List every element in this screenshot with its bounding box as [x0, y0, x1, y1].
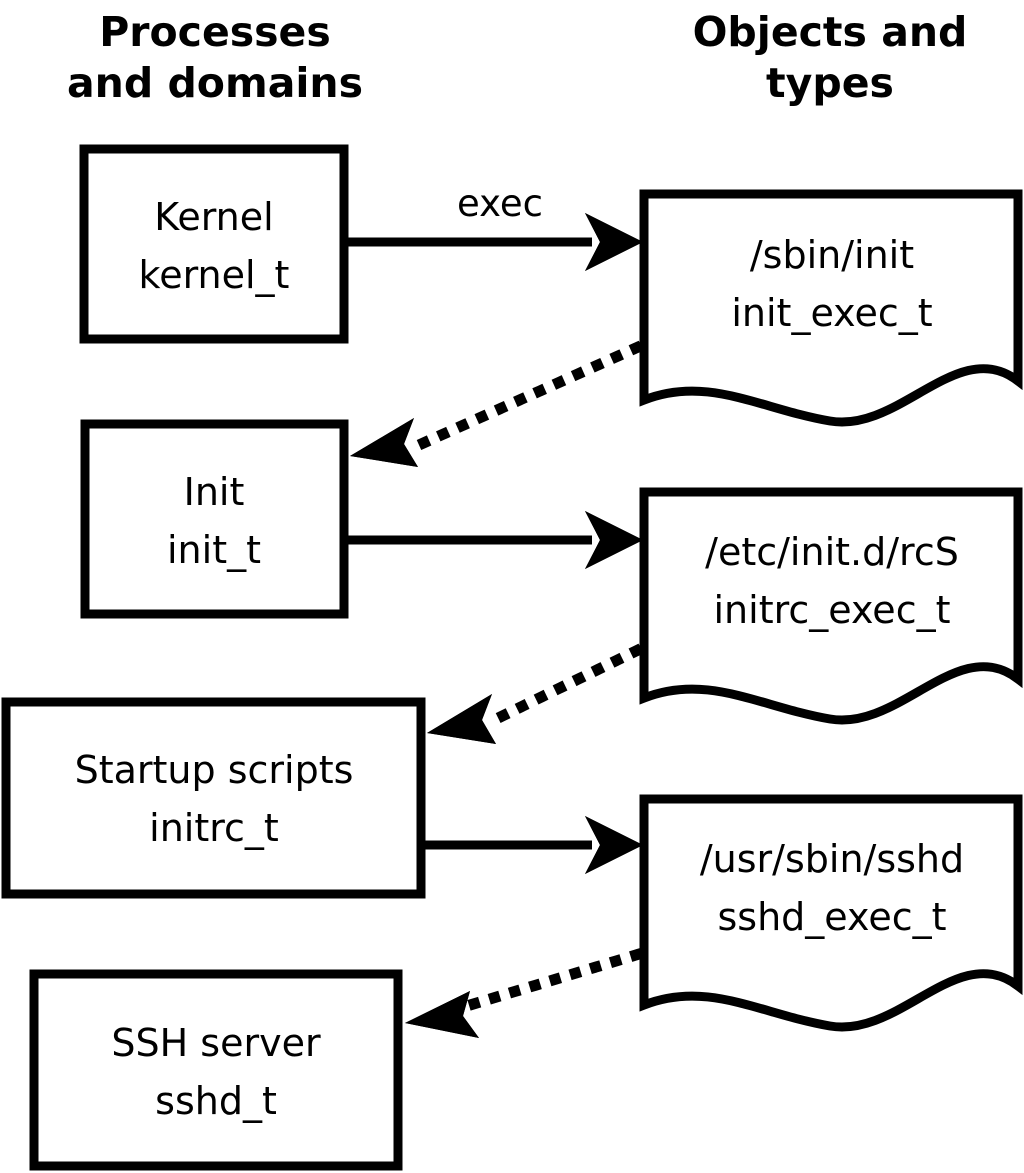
column-heading-processes-line2: and domains	[67, 59, 363, 107]
process-node-kernel-line1: Kernel	[154, 195, 273, 239]
process-node-kernel[interactable]: Kernel kernel_t	[79, 144, 349, 344]
process-node-sshd-box[interactable]	[29, 969, 403, 1171]
process-node-sshd[interactable]: SSH server sshd_t	[29, 969, 403, 1171]
process-node-initrc-box[interactable]	[1, 697, 426, 899]
process-node-sshd-line1: SSH server	[111, 1021, 321, 1065]
object-node-usr-sbin-sshd[interactable]: /usr/sbin/sshd sshd_exec_t	[639, 794, 1023, 1032]
object-node-sbin-init-line2: init_exec_t	[731, 291, 932, 335]
process-node-initrc-line1: Startup scripts	[75, 748, 354, 792]
object-node-usr-sbin-sshd-document[interactable]	[639, 794, 1023, 1032]
arrowhead-overlay-group	[350, 213, 643, 1038]
process-node-init[interactable]: Init init_t	[80, 419, 349, 619]
arrowhead-overlay-initrc-exec	[585, 816, 643, 874]
edge-line-initrc-transition	[482, 643, 644, 730]
column-heading-processes: Processes and domains	[67, 8, 363, 107]
process-node-kernel-line2: kernel_t	[139, 253, 290, 297]
arrowhead-overlay-sshd-transition	[405, 991, 479, 1038]
column-heading-objects-line2: types	[766, 59, 894, 107]
object-node-sbin-init-line1: /sbin/init	[750, 233, 914, 277]
process-node-kernel-box[interactable]	[79, 144, 349, 344]
object-node-etc-initd-rcs[interactable]: /etc/init.d/rcS initrc_exec_t	[639, 487, 1023, 725]
process-node-initrc-line2: initrc_t	[149, 806, 279, 850]
process-node-init-box[interactable]	[80, 419, 349, 619]
process-node-init-line1: Init	[184, 470, 245, 514]
object-node-sbin-init-document[interactable]	[639, 189, 1023, 427]
object-node-usr-sbin-sshd-line2: sshd_exec_t	[717, 895, 946, 939]
arrowhead-overlay-kernel-exec	[585, 213, 643, 271]
object-node-etc-initd-rcs-document[interactable]	[639, 487, 1023, 725]
column-heading-objects: Objects and types	[693, 8, 968, 107]
object-node-sbin-init[interactable]: /sbin/init init_exec_t	[639, 189, 1023, 427]
object-node-usr-sbin-sshd-line1: /usr/sbin/sshd	[700, 837, 964, 881]
edge-line-sshd-transition	[463, 948, 643, 1012]
arrowhead-overlay-init-exec	[585, 511, 643, 569]
arrowhead-overlay-initrc-transition	[427, 694, 496, 744]
object-node-etc-initd-rcs-line2: initrc_exec_t	[714, 588, 951, 632]
column-heading-processes-line1: Processes	[99, 8, 331, 56]
object-node-etc-initd-rcs-line1: /etc/init.d/rcS	[705, 530, 959, 574]
process-node-init-line2: init_t	[167, 528, 261, 572]
edge-line-init-transition	[402, 340, 644, 457]
process-node-initrc[interactable]: Startup scripts initrc_t	[1, 697, 426, 899]
arrowhead-overlay-init-transition	[350, 418, 418, 467]
process-node-sshd-line2: sshd_t	[155, 1079, 277, 1123]
edge-label-exec: exec	[457, 182, 543, 225]
column-heading-objects-line1: Objects and	[693, 8, 968, 56]
